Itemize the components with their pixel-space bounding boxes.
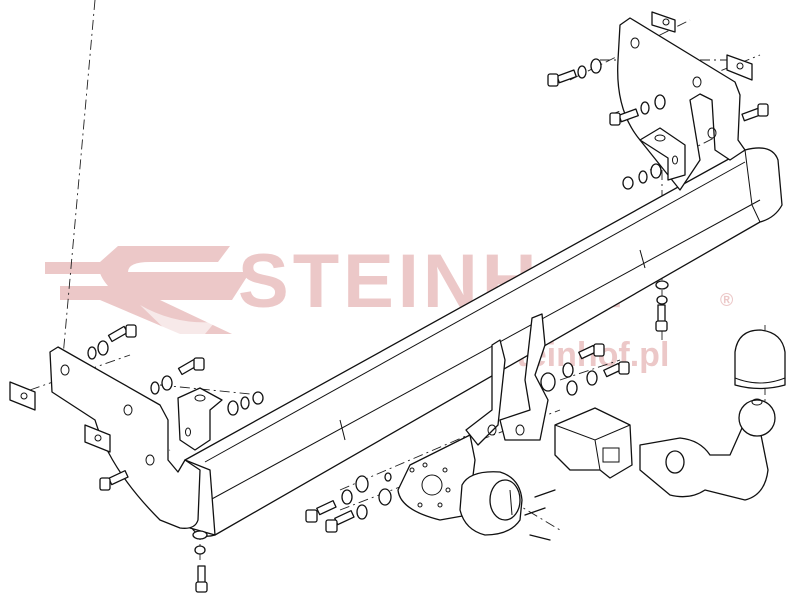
bolt-icon bbox=[547, 69, 577, 87]
bolt-icon bbox=[107, 324, 137, 343]
cage-nut-right-top bbox=[651, 11, 676, 33]
screw-icon bbox=[524, 507, 546, 516]
cage-nut-left-top bbox=[9, 381, 36, 411]
center-hangers bbox=[465, 313, 549, 446]
bolt-icon bbox=[177, 357, 205, 376]
cage-nut-left-mid bbox=[84, 424, 111, 453]
electrical-socket bbox=[459, 471, 523, 536]
ball-cover bbox=[734, 329, 786, 390]
tow-ball-neck bbox=[639, 398, 776, 501]
bolt-icon bbox=[609, 108, 639, 126]
steinhof-logo-icon bbox=[45, 246, 250, 334]
left-angle-bracket bbox=[177, 387, 223, 451]
watermark-registered: ® bbox=[720, 290, 733, 310]
bolt-icon bbox=[305, 500, 337, 523]
left-side-bracket bbox=[49, 346, 201, 529]
cage-nut-right-mid bbox=[726, 54, 753, 81]
bolt-icon bbox=[195, 565, 208, 593]
screw-icon bbox=[534, 489, 556, 498]
bolt-icon bbox=[603, 361, 630, 378]
bolts bbox=[99, 69, 769, 593]
bolt-icon bbox=[655, 304, 668, 332]
socket-plate bbox=[397, 434, 476, 521]
bolt-icon bbox=[99, 470, 129, 491]
screw-icon bbox=[529, 534, 551, 541]
ball-receiver bbox=[554, 407, 633, 479]
washers-and-nuts bbox=[87, 58, 669, 555]
bolt-icon bbox=[325, 510, 355, 533]
bolt-icon bbox=[741, 103, 769, 122]
right-angle-bracket bbox=[639, 127, 686, 181]
bolt-icon bbox=[578, 343, 605, 360]
